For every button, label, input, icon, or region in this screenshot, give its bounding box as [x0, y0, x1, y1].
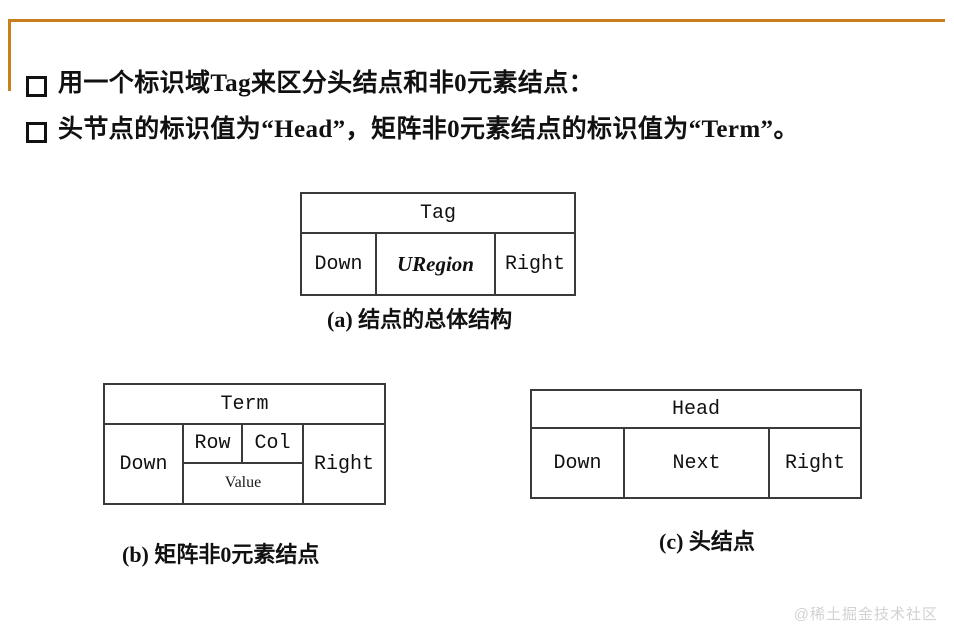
general-node-uregion-cell: URegion	[377, 234, 496, 294]
head-node-down-cell: Down	[532, 429, 625, 497]
general-node-caption: (a) 结点的总体结构	[327, 307, 513, 332]
square-bullet-icon	[26, 76, 47, 97]
head-node-right-cell: Right	[784, 451, 845, 475]
general-node-right-cell: Right	[504, 252, 565, 276]
term-node-caption: (b) 矩阵非0元素结点	[122, 542, 320, 567]
head-node-caption: (c) 头结点	[659, 529, 755, 554]
term-node-diagram: Term Down Row Col Value Right	[103, 383, 386, 505]
head-node-diagram: Head Down Next Right	[530, 389, 862, 499]
accent-border-left	[8, 19, 11, 91]
accent-border-top	[8, 19, 945, 22]
square-bullet-icon	[26, 122, 47, 143]
term-node-tag-cell: Term	[105, 385, 384, 425]
bullet-item-2: 头节点的标识值为“Head”，矩阵非0元素结点的标识值为“Term”。	[26, 114, 942, 146]
general-node-tag-cell: Tag	[302, 194, 574, 234]
bullet-item-2-text: 头节点的标识值为“Head”，矩阵非0元素结点的标识值为“Term”。	[58, 116, 799, 143]
term-node-col-cell: Col	[254, 432, 291, 455]
term-node-fields-row: Down Row Col Value Right	[105, 425, 384, 503]
bullet-item-1: 用一个标识域Tag来区分头结点和非0元素结点：	[26, 68, 942, 100]
watermark: @稀土掘金技术社区	[793, 606, 938, 623]
general-node-fields-row: Down URegion Right	[302, 234, 574, 294]
term-node-rowcolvalue-group: Row Col Value	[184, 425, 304, 503]
term-node-rowcol-row: Row Col	[184, 425, 302, 464]
term-node-value-cell: Value	[224, 473, 262, 491]
bullet-item-1-text: 用一个标识域Tag来区分头结点和非0元素结点：	[58, 70, 595, 97]
bullet-list: 用一个标识域Tag来区分头结点和非0元素结点： 头节点的标识值为“Head”，矩…	[26, 68, 942, 160]
head-node-next-cell: Next	[625, 429, 770, 497]
general-node-diagram: Tag Down URegion Right	[300, 192, 576, 296]
term-node-right-cell: Right	[313, 452, 374, 476]
general-node-down-cell: Down	[302, 234, 377, 294]
head-node-fields-row: Down Next Right	[532, 429, 860, 497]
term-node-row-cell: Row	[184, 425, 243, 462]
head-node-tag-cell: Head	[532, 391, 860, 429]
term-node-down-cell: Down	[105, 425, 184, 503]
